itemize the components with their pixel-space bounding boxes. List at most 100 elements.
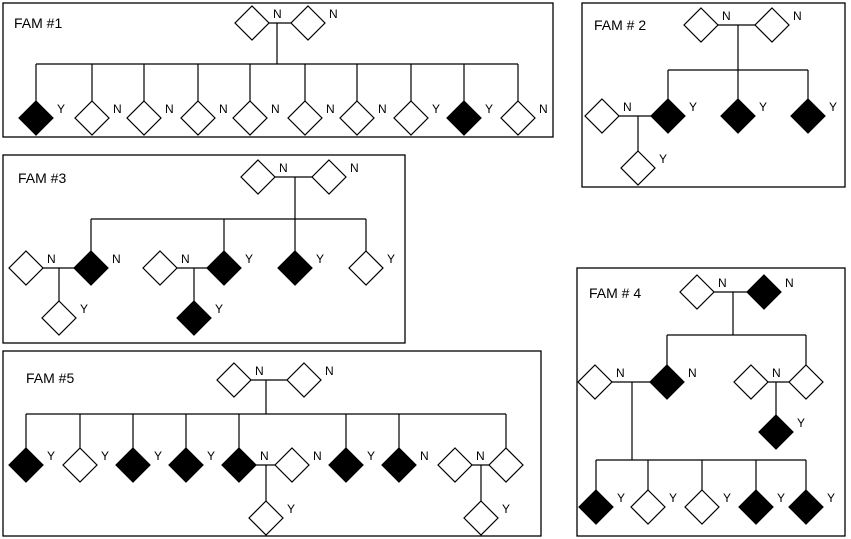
affected-individual-diamond (720, 98, 756, 134)
unaffected-individual-diamond (620, 150, 656, 186)
individual-status-label: Y (101, 449, 109, 463)
unaffected-individual-diamond (488, 447, 524, 483)
individual-status-label: Y (47, 449, 55, 463)
unaffected-individual-diamond (348, 250, 384, 286)
individual-status-label: N (785, 276, 794, 290)
individual-status-label: N (688, 366, 697, 380)
family-4-title: FAM # 4 (589, 285, 641, 301)
individual-status-label: N (255, 364, 264, 378)
unaffected-individual-diamond (216, 362, 252, 398)
unaffected-individual-diamond (679, 274, 715, 310)
individual-status-label: Y (502, 502, 510, 516)
unaffected-individual-diamond (287, 100, 323, 136)
individual-status-label: Y (387, 252, 395, 266)
individual-status-label: N (325, 364, 334, 378)
individual-status-label: Y (659, 152, 667, 166)
family-5-title: FAM #5 (26, 370, 74, 386)
individual-status-label: N (793, 9, 802, 23)
individual-status-label: Y (723, 491, 731, 505)
individual-status-label: N (271, 102, 280, 116)
unaffected-individual-diamond (683, 7, 719, 43)
individual-status-label: Y (154, 449, 162, 463)
individual-status-label: Y (689, 100, 697, 114)
affected-individual-diamond (221, 447, 257, 483)
affected-individual-diamond (578, 489, 614, 525)
family-2-title: FAM # 2 (594, 17, 646, 33)
individual-status-label: Y (80, 302, 88, 316)
unaffected-individual-diamond (180, 100, 216, 136)
unaffected-individual-diamond (8, 250, 44, 286)
unaffected-individual-diamond (577, 364, 613, 400)
unaffected-individual-diamond (232, 100, 268, 136)
unaffected-individual-diamond (630, 489, 666, 525)
individual-status-label: N (313, 449, 322, 463)
unaffected-individual-diamond (311, 159, 347, 195)
individual-status-label: Y (777, 491, 785, 505)
affected-individual-diamond (18, 100, 54, 136)
affected-individual-diamond (650, 98, 686, 134)
unaffected-individual-diamond (733, 364, 769, 400)
individual-status-label: N (165, 102, 174, 116)
affected-individual-diamond (446, 100, 482, 136)
individual-status-label: N (112, 252, 121, 266)
individual-status-label: N (476, 449, 485, 463)
individual-status-label: N (350, 161, 359, 175)
affected-individual-diamond (758, 414, 794, 450)
individual-status-label: N (329, 7, 338, 21)
individual-status-label: N (772, 366, 781, 380)
individual-status-label: Y (759, 100, 767, 114)
individual-status-label: N (273, 7, 282, 21)
individual-status-label: Y (829, 100, 837, 114)
affected-individual-diamond (176, 300, 212, 336)
unaffected-individual-diamond (393, 100, 429, 136)
affected-individual-diamond (328, 447, 364, 483)
individual-status-label: N (279, 161, 288, 175)
unaffected-individual-diamond (584, 98, 620, 134)
individual-status-label: N (326, 102, 335, 116)
affected-individual-diamond (788, 489, 824, 525)
unaffected-individual-diamond (41, 300, 77, 336)
individual-status-label: Y (367, 449, 375, 463)
unaffected-individual-diamond (286, 362, 322, 398)
unaffected-individual-diamond (62, 447, 98, 483)
family-3-title: FAM #3 (18, 170, 66, 186)
individual-status-label: N (378, 102, 387, 116)
affected-individual-diamond (8, 447, 44, 483)
affected-individual-diamond (206, 250, 242, 286)
affected-individual-diamond (277, 250, 313, 286)
affected-individual-diamond (168, 447, 204, 483)
unaffected-individual-diamond (339, 100, 375, 136)
individual-status-label: Y (287, 502, 295, 516)
individual-status-label: N (722, 9, 731, 23)
individual-status-label: Y (797, 416, 805, 430)
unaffected-individual-diamond (240, 159, 276, 195)
individual-status-label: Y (432, 102, 440, 116)
individual-status-label: N (181, 252, 190, 266)
unaffected-individual-diamond (126, 100, 162, 136)
individual-status-label: Y (485, 102, 493, 116)
unaffected-individual-diamond (290, 5, 326, 41)
individual-status-label: Y (669, 491, 677, 505)
unaffected-individual-diamond (234, 5, 270, 41)
affected-individual-diamond (790, 98, 826, 134)
affected-individual-diamond (73, 250, 109, 286)
individual-status-label: Y (207, 449, 215, 463)
unaffected-individual-diamond (248, 500, 284, 536)
unaffected-individual-diamond (74, 100, 110, 136)
unaffected-individual-diamond (754, 7, 790, 43)
individual-status-label: Y (215, 302, 223, 316)
family-5-box (2, 350, 542, 537)
unaffected-individual-diamond (274, 447, 310, 483)
affected-individual-diamond (381, 447, 417, 483)
affected-individual-diamond (115, 447, 151, 483)
affected-individual-diamond (649, 364, 685, 400)
unaffected-individual-diamond (500, 100, 536, 136)
affected-individual-diamond (746, 274, 782, 310)
unaffected-individual-diamond (142, 250, 178, 286)
individual-status-label: N (616, 366, 625, 380)
individual-status-label: Y (827, 491, 835, 505)
family-1-title: FAM #1 (14, 15, 62, 31)
individual-status-label: N (623, 100, 632, 114)
